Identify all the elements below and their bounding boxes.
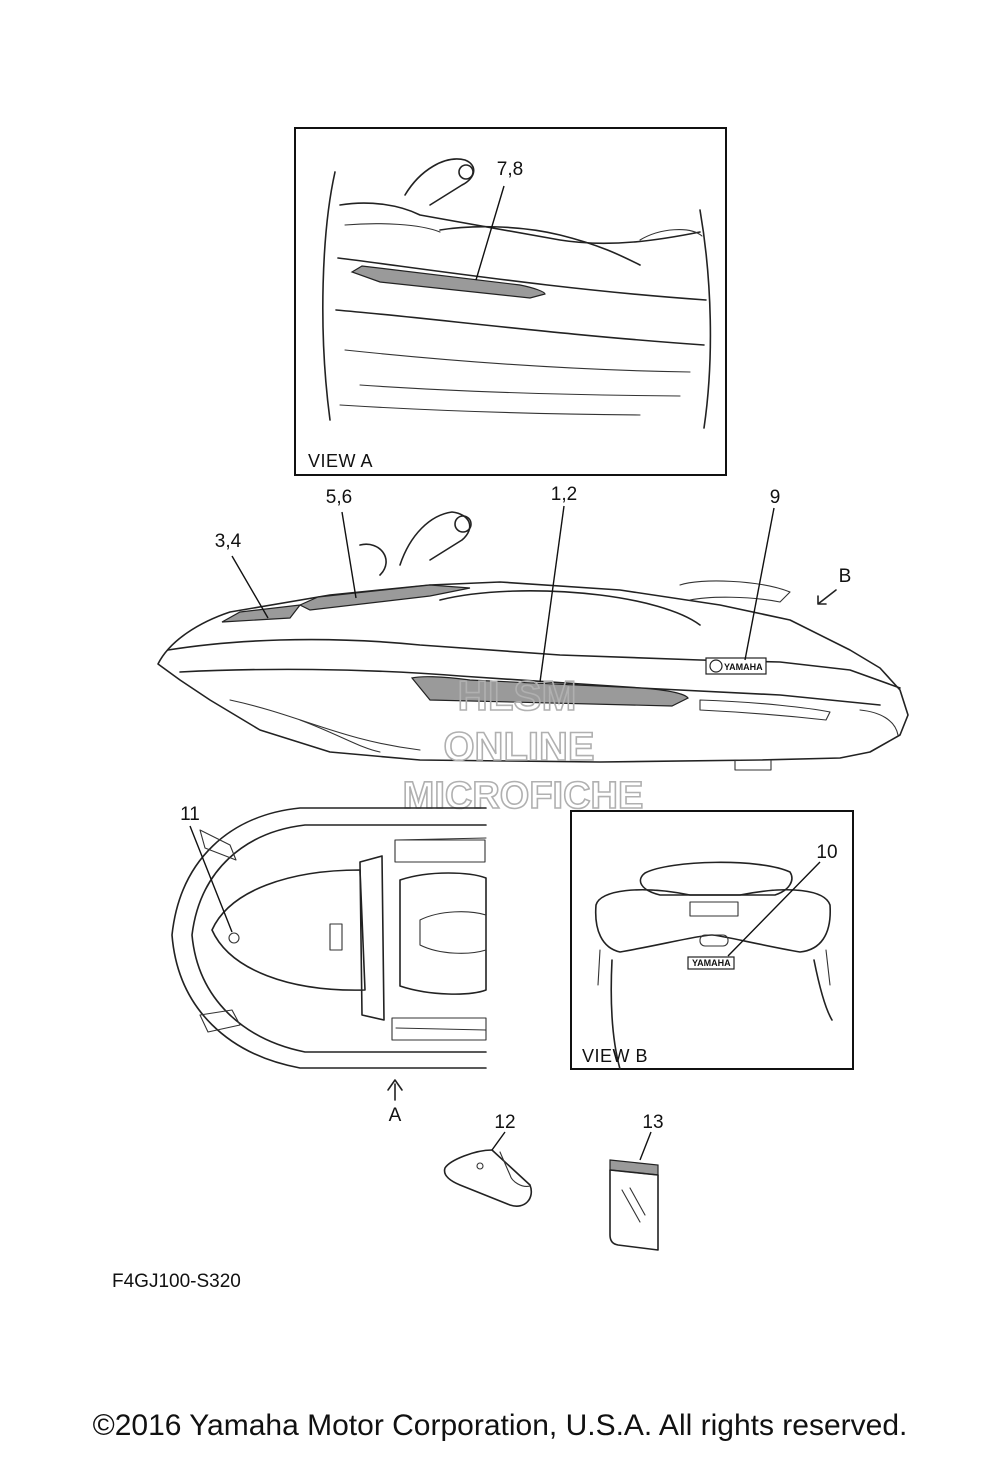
view-a-inset: 7,8 VIEW A (294, 127, 727, 476)
watermark: HLSM ONLINE MICROFICHE (402, 671, 644, 818)
decal-10-yamaha-badge: YAMAHA (687, 956, 735, 970)
part-12-flap (499, 1151, 531, 1187)
decal-11-position (228, 932, 240, 944)
view-b-hull-right (813, 959, 833, 1021)
part-12-button (476, 1162, 484, 1170)
callout-10: 10 (816, 842, 837, 863)
top-hood-latch (329, 923, 343, 951)
leader-1-2 (539, 505, 565, 683)
view-b-frame (570, 810, 854, 1070)
decal-9-yamaha-badge: YAMAHA (705, 657, 767, 675)
view-a-handlebar (404, 158, 475, 206)
part-13-sheet (609, 1169, 659, 1251)
view-a-arrow-label: A (389, 1105, 402, 1126)
watermark-line2: ONLINE (443, 725, 594, 769)
view-a-stern-edge (699, 209, 712, 429)
callout-13: 13 (642, 1112, 663, 1133)
callout-9: 9 (770, 487, 781, 508)
view-b-arrow-icon (817, 589, 837, 605)
side-strake-2 (299, 719, 381, 753)
top-gunwale (191, 824, 487, 1053)
leader-11 (189, 825, 233, 933)
side-mirror (454, 515, 472, 533)
view-b-arrow-label: B (839, 566, 852, 587)
top-step-right (391, 1017, 487, 1041)
watermark-line1: HLSM (458, 672, 577, 719)
leader-5-6 (341, 511, 357, 599)
leader-12 (491, 1131, 506, 1151)
top-seat (399, 872, 487, 995)
view-b-hull-left (610, 959, 621, 1070)
side-rubrail (179, 668, 881, 706)
top-hood (211, 869, 366, 991)
side-windshield (359, 543, 387, 576)
side-grab-handle (679, 580, 791, 603)
top-bow-cleat-left (199, 829, 237, 861)
view-a-strake-1 (344, 349, 691, 373)
view-b-tow-hook (689, 901, 739, 917)
view-b-grab-handle (594, 889, 831, 953)
leader-10 (727, 861, 821, 957)
top-seat-cushion (419, 911, 487, 954)
top-bow-cleat-right (199, 1009, 241, 1033)
copyright-notice: ©2016 Yamaha Motor Corporation, U.S.A. A… (92, 1409, 908, 1442)
view-a-mirror (458, 164, 474, 180)
leader-7-8 (475, 185, 505, 281)
decal-1-2 (410, 676, 689, 707)
callout-3-4: 3,4 (215, 531, 242, 552)
side-ride-plate (734, 759, 772, 771)
view-a-bow-edge (322, 171, 336, 421)
view-a-deck-line (339, 202, 701, 245)
part-13-glare (621, 1187, 646, 1223)
view-b-sponsons (597, 949, 831, 986)
part-12-case (443, 1149, 532, 1207)
leader-9 (744, 507, 775, 661)
callout-11: 11 (180, 804, 200, 825)
side-view: YAMAHA 3,4 5,6 1,2 9 B (157, 484, 909, 771)
top-footwells (395, 837, 487, 1031)
view-b-inset: YAMAHA 10 VIEW B (570, 810, 854, 1070)
view-a-side-trim (344, 223, 441, 233)
side-intake-vent (699, 699, 831, 721)
view-b-drain-plug (699, 934, 729, 947)
svg-text:YAMAHA: YAMAHA (724, 662, 763, 672)
view-a-sponson (335, 309, 705, 346)
side-strake-1 (229, 699, 421, 751)
view-a-seat (439, 225, 641, 266)
side-seat (439, 590, 701, 626)
top-hull-outline (171, 807, 487, 1069)
top-steering-column (359, 855, 385, 1021)
callout-12: 12 (494, 1112, 515, 1133)
part-12: 12 (443, 1112, 532, 1207)
side-hull-outline (157, 581, 909, 763)
decal-5-6 (298, 584, 471, 611)
decal-7-8 (350, 265, 546, 299)
side-jet-nozzle (859, 709, 899, 736)
svg-text:YAMAHA: YAMAHA (692, 958, 731, 968)
diagram-code: F4GJ100-S320 (112, 1271, 241, 1292)
leader-13 (639, 1131, 652, 1161)
decal-3-4 (221, 604, 302, 623)
view-a-frame (294, 127, 727, 476)
view-a-rear-handle (639, 229, 703, 241)
side-gunwale (167, 638, 901, 689)
view-b-label: VIEW B (582, 1046, 648, 1066)
callout-5-6: 5,6 (326, 487, 352, 508)
top-step-left (394, 839, 486, 863)
callout-7-8: 7,8 (497, 159, 523, 180)
part-13: 13 (609, 1112, 664, 1251)
view-b-rear-deck (639, 861, 793, 896)
callout-1-2: 1,2 (551, 484, 577, 505)
view-a-label: VIEW A (308, 451, 373, 471)
leader-3-4 (231, 555, 269, 619)
side-handlebar (399, 511, 471, 566)
view-a-arrow-icon (387, 1079, 403, 1101)
view-a-strake-3 (339, 404, 641, 416)
view-a-gunwale (337, 257, 707, 301)
top-view: 11 A (171, 804, 487, 1126)
view-a-strake-2 (359, 384, 681, 397)
